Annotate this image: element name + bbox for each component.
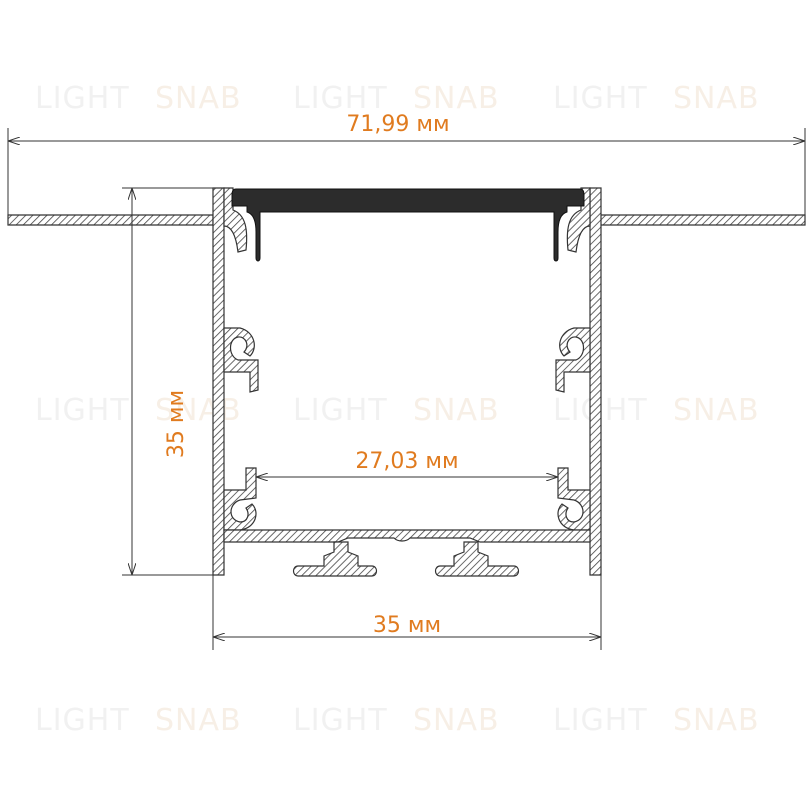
svg-text:SNAB: SNAB	[673, 703, 760, 738]
dimension-lines	[7, 128, 806, 650]
svg-text:LIGHT: LIGHT	[293, 81, 388, 116]
diffuser-cover	[231, 188, 585, 262]
watermark-logo: LIGHT SNAB	[553, 703, 760, 738]
watermark-logo: LIGHT SNAB	[553, 81, 760, 116]
svg-text:LIGHT: LIGHT	[35, 393, 130, 428]
dim-body-width-label: 35 мм	[373, 613, 441, 638]
watermark-logo: LIGHT SNAB	[553, 393, 760, 428]
svg-text:LIGHT: LIGHT	[293, 393, 388, 428]
svg-text:SNAB: SNAB	[413, 393, 500, 428]
svg-text:SNAB: SNAB	[673, 393, 760, 428]
svg-text:LIGHT: LIGHT	[35, 81, 130, 116]
svg-text:LIGHT: LIGHT	[293, 703, 388, 738]
svg-text:SNAB: SNAB	[413, 81, 500, 116]
right-screw-channel-lower	[557, 467, 591, 531]
svg-text:LIGHT: LIGHT	[553, 81, 648, 116]
profile-cross-section	[7, 187, 806, 577]
left-screw-channel-upper	[223, 327, 259, 393]
watermark-logo: LIGHT SNAB	[293, 703, 500, 738]
right-wall	[589, 187, 602, 576]
watermark-logo: LIGHT SNAB	[293, 393, 500, 428]
watermark-logo: LIGHT SNAB	[35, 393, 242, 428]
watermark-logo: LIGHT SNAB	[35, 81, 242, 116]
dim-inner-width-label: 27,03 мм	[355, 449, 458, 474]
left-screw-channel-lower	[223, 467, 257, 531]
svg-text:SNAB: SNAB	[413, 703, 500, 738]
bottom-shelf	[223, 529, 591, 543]
left-wall	[212, 187, 225, 576]
svg-text:SNAB: SNAB	[155, 393, 242, 428]
svg-text:LIGHT: LIGHT	[553, 703, 648, 738]
right-flange	[596, 214, 806, 226]
watermark-logo: LIGHT SNAB	[293, 81, 500, 116]
dim-height-label: 35 мм	[164, 390, 189, 458]
svg-text:LIGHT: LIGHT	[35, 703, 130, 738]
left-flange	[7, 214, 214, 226]
left-rim	[223, 187, 248, 253]
watermark-group: LIGHT SNAB LIGHT SNAB LIGHT SNAB LIGHT S…	[35, 81, 760, 738]
svg-text:SNAB: SNAB	[673, 81, 760, 116]
svg-text:SNAB: SNAB	[155, 81, 242, 116]
right-screw-channel-upper	[555, 327, 591, 393]
diffuser-top	[231, 188, 585, 262]
watermark-logo: LIGHT SNAB	[35, 703, 242, 738]
right-t-foot	[434, 541, 520, 577]
left-t-foot	[292, 541, 378, 577]
dim-overall-width-label: 71,99 мм	[346, 112, 449, 137]
svg-text:SNAB: SNAB	[155, 703, 242, 738]
